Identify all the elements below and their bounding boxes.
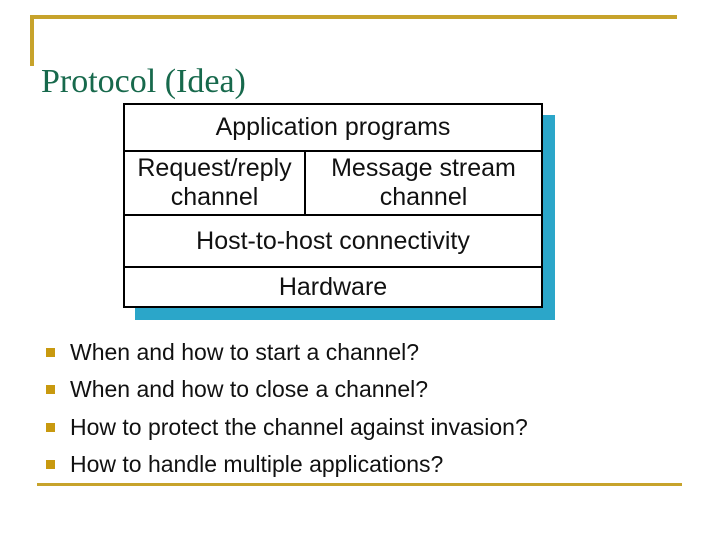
page-title: Protocol (Idea) — [41, 63, 246, 100]
bullet-list: When and how to start a channel? When an… — [44, 334, 664, 484]
list-item: When and how to close a channel? — [44, 371, 664, 408]
bullet-square-icon — [46, 422, 55, 432]
layer-request-reply-channel: Request/reply channel — [125, 152, 306, 214]
bullet-text: How to handle multiple applications? — [70, 451, 444, 478]
bullet-text: When and how to start a channel? — [70, 339, 420, 365]
bullet-square-icon — [46, 348, 55, 357]
list-item: How to handle multiple applications? — [44, 446, 664, 483]
top-gold-rule — [30, 15, 677, 19]
layer-application-programs: Application programs — [215, 113, 451, 141]
left-gold-rule — [30, 15, 34, 66]
bottom-gold-rule — [37, 483, 682, 486]
list-item: When and how to start a channel? — [44, 334, 664, 371]
list-item: How to protect the channel against invas… — [44, 409, 664, 446]
bullet-square-icon — [46, 460, 55, 470]
layer-host-to-host-connectivity: Host-to-host connectivity — [125, 214, 541, 266]
layer-message-stream-channel: Message stream channel — [331, 154, 516, 211]
layer-hardware: Hardware — [125, 266, 541, 306]
layer-channels-row: Request/reply channel Message stream cha… — [125, 150, 541, 214]
bullet-text: When and how to close a channel? — [70, 376, 429, 403]
bullet-square-icon — [46, 385, 55, 395]
bullet-text: How to protect the channel against invas… — [70, 413, 528, 440]
protocol-layers-diagram: Application programs Request/reply chann… — [123, 103, 543, 308]
